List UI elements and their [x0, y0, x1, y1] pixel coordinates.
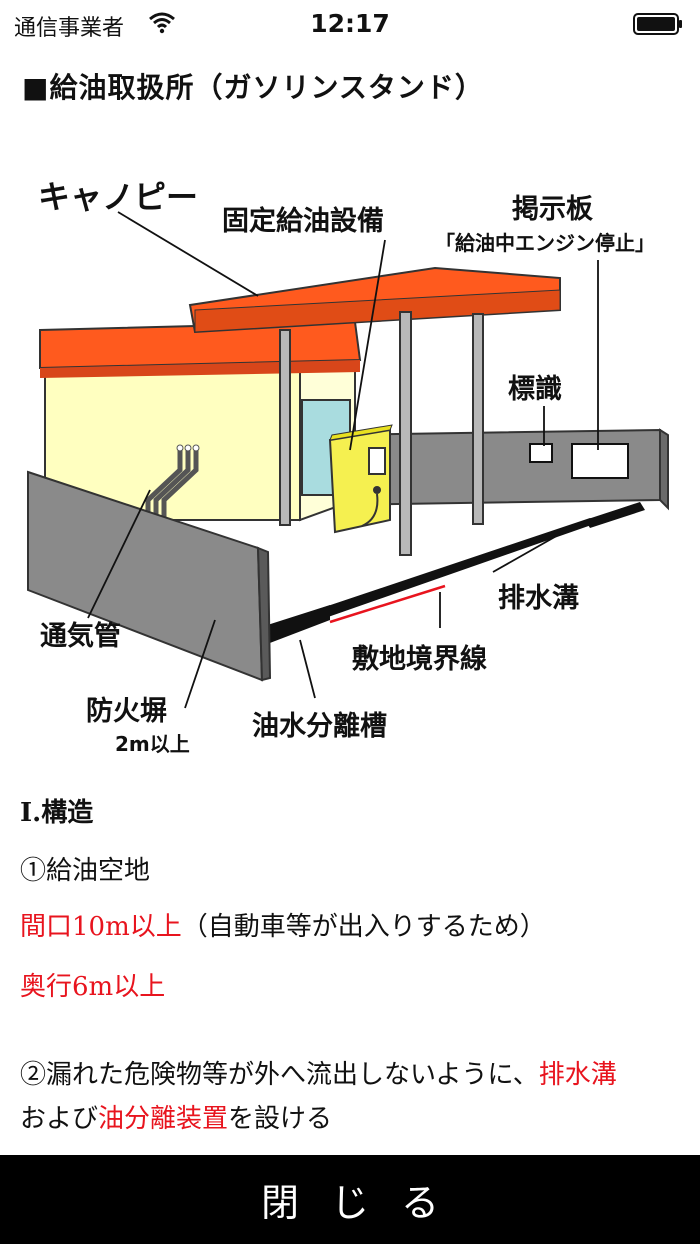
label-notice-board-text: 「給油中エンジン停止」 [435, 231, 655, 255]
label-boundary: 敷地境界線 [352, 643, 487, 675]
drain-ditch [262, 518, 600, 638]
item1-line1: 間口10m以上（自動車等が出入りするため） [20, 906, 546, 943]
label-fire-wall-height: 2m以上 [115, 732, 190, 756]
sign-plate [529, 443, 553, 463]
item2-separator: 油分離装置 [98, 1104, 229, 1134]
label-canopy: キャノピー [38, 178, 198, 216]
label-separator-tank: 油水分離槽 [252, 710, 387, 742]
item2-drain: 排水溝 [538, 1060, 617, 1090]
label-fuel-equipment: 固定給油設備 [222, 205, 384, 237]
label-sign: 標識 [508, 374, 562, 405]
wifi-icon [149, 12, 175, 34]
battery-icon [633, 13, 682, 35]
close-button-label: 閉じる [260, 1181, 471, 1225]
label-notice-board: 掲示板 [512, 194, 593, 225]
label-drain: 排水溝 [498, 583, 579, 614]
item2-text-1: ②漏れた危険物等が外へ流出しないように、 [20, 1060, 539, 1090]
label-vent-pipe: 通気管 [40, 620, 121, 652]
label-fire-wall: 防火塀 [86, 696, 167, 727]
carrier-name: 通信事業者 [14, 16, 125, 41]
item1-depth: 奥行6m以上 [20, 972, 166, 1002]
close-button[interactable]: 閉じる [0, 1155, 700, 1244]
item2-text-2: および [20, 1104, 99, 1134]
item2-line1: ②漏れた危険物等が外へ流出しないように、排水溝 [20, 1054, 617, 1091]
page-title: ■給油取扱所（ガソリンスタンド） [22, 71, 484, 104]
item2-line2: および油分離装置を設ける [20, 1098, 332, 1135]
item1-frontage-note: （自動車等が出入りするため） [181, 912, 546, 942]
gas-station-diagram: キャノピー 固定給油設備 掲示板 「給油中エンジン停止」 標識 排水溝 通気管 … [27, 178, 669, 756]
status-bar: 通信事業者 12:17 [0, 0, 700, 48]
item1-frontage: 間口10m以上 [20, 912, 182, 942]
fuel-pump [328, 428, 391, 534]
clock: 12:17 [310, 9, 390, 38]
item2-text-3: を設ける [228, 1104, 333, 1134]
notice-board-plate [571, 443, 629, 479]
section-title: Ⅰ.構造 [20, 798, 94, 828]
boundary-line [329, 584, 446, 624]
item1-title: ①給油空地 [20, 856, 151, 886]
